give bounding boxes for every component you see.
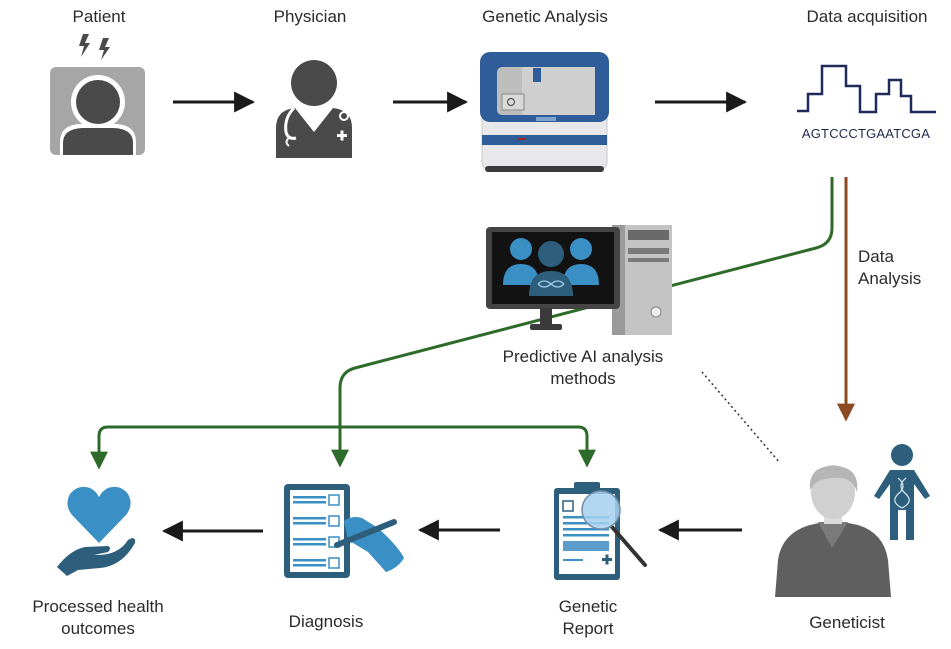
patient-headache-icon	[50, 34, 145, 155]
ai-methods-label-line1: Predictive AI analysis	[503, 347, 664, 366]
ai-branch-to-diagnosis	[331, 177, 834, 468]
geneticist-with-dna-body-icon	[775, 444, 930, 597]
data-analysis-label-line2: Analysis	[858, 269, 921, 288]
data-acquisition-label: Data acquisition	[807, 7, 928, 26]
dna-sequence-text: AGTCCCTGAATCGA	[802, 126, 930, 141]
ai-branch-to-genetic-report	[340, 425, 596, 468]
genetic-report-label-line2: Report	[562, 619, 613, 638]
genetic-analysis-label: Genetic Analysis	[482, 7, 608, 26]
genetic-report-label-line1: Genetic	[559, 597, 618, 616]
doctor-stethoscope-icon	[276, 60, 352, 158]
data-analysis-label-line1: Data	[858, 247, 894, 266]
clipboard-magnifier-icon	[554, 482, 647, 580]
outcomes-label-line2: outcomes	[61, 619, 135, 638]
diagnosis-label: Diagnosis	[289, 612, 364, 631]
sequencer-machine-icon	[480, 52, 609, 172]
outcomes-label-line1: Processed health	[32, 597, 163, 616]
geneticist-label: Geneticist	[809, 613, 885, 632]
checklist-pen-icon	[284, 484, 404, 578]
lightning-bolt-icon	[99, 38, 110, 60]
patient-label: Patient	[73, 7, 126, 26]
heart-in-hand-icon	[57, 486, 136, 576]
chromatogram-trace-icon: AGTCCCTGAATCGA	[797, 64, 936, 141]
computer-dna-population-icon	[486, 225, 672, 335]
dotted-connector	[701, 371, 781, 464]
physician-label: Physician	[274, 7, 347, 26]
ai-methods-label-line2: methods	[550, 369, 615, 388]
ai-branch-to-outcomes	[90, 425, 340, 470]
lightning-bolt-icon	[79, 34, 90, 57]
